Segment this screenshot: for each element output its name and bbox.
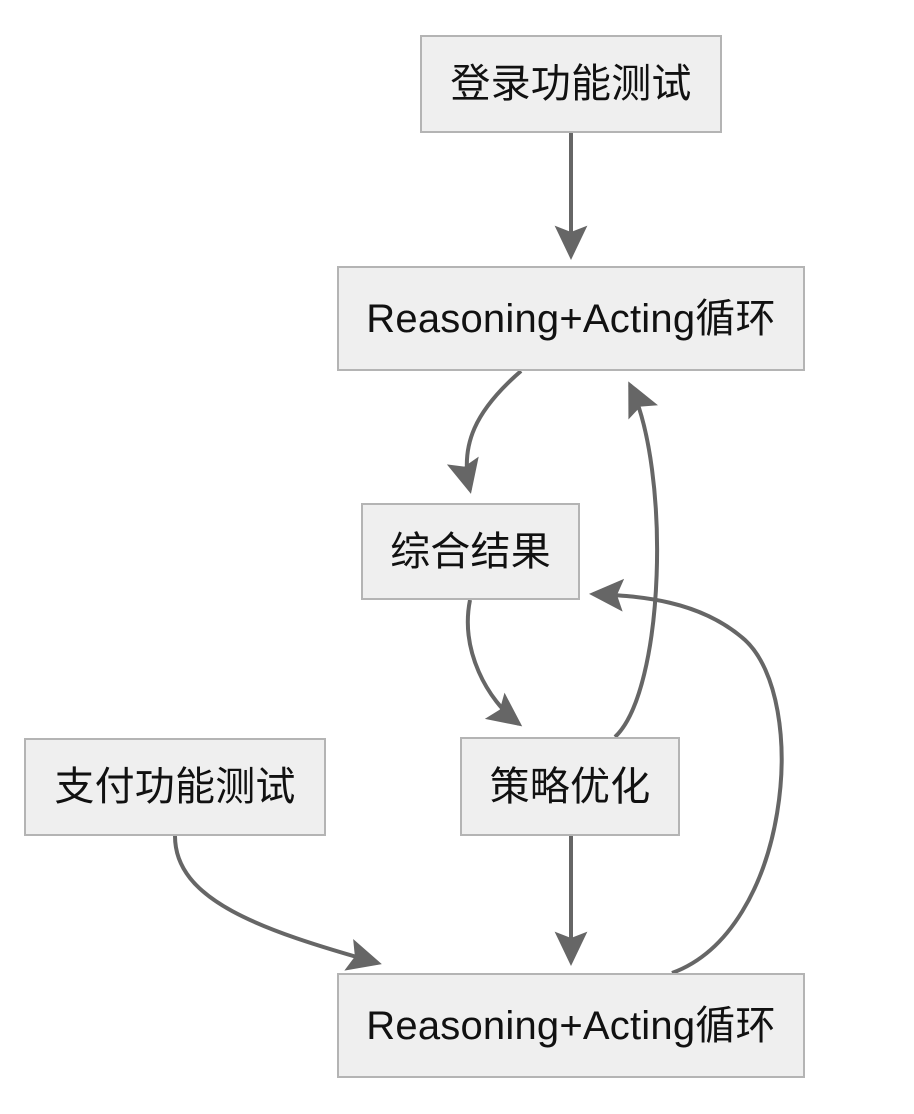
node-synthesis-result[interactable]: 综合结果 bbox=[361, 503, 580, 600]
node-strategy-optimization[interactable]: 策略优化 bbox=[460, 737, 680, 836]
node-react-loop-bottom[interactable]: Reasoning+Acting循环 bbox=[337, 973, 805, 1078]
edge-strategy-to-react-top bbox=[613, 381, 660, 739]
node-strategy-optimization-label: 策略优化 bbox=[489, 764, 651, 809]
node-login-test[interactable]: 登录功能测试 bbox=[420, 35, 722, 133]
node-login-test-label: 登录功能测试 bbox=[450, 62, 692, 106]
node-payment-test-label: 支付功能测试 bbox=[54, 765, 296, 809]
node-react-loop-top[interactable]: Reasoning+Acting循环 bbox=[337, 266, 805, 371]
node-react-loop-bottom-label: Reasoning+Acting循环 bbox=[366, 1003, 776, 1048]
edge-react-top-to-synthesis bbox=[446, 369, 523, 494]
edge-react-bottom-to-synthesis bbox=[589, 578, 784, 975]
edge-payment-to-react-bottom bbox=[173, 835, 382, 971]
node-payment-test[interactable]: 支付功能测试 bbox=[24, 738, 326, 836]
node-react-loop-top-label: Reasoning+Acting循环 bbox=[366, 296, 776, 341]
edge-synthesis-to-strategy bbox=[465, 599, 523, 727]
node-synthesis-result-label: 综合结果 bbox=[390, 529, 551, 574]
